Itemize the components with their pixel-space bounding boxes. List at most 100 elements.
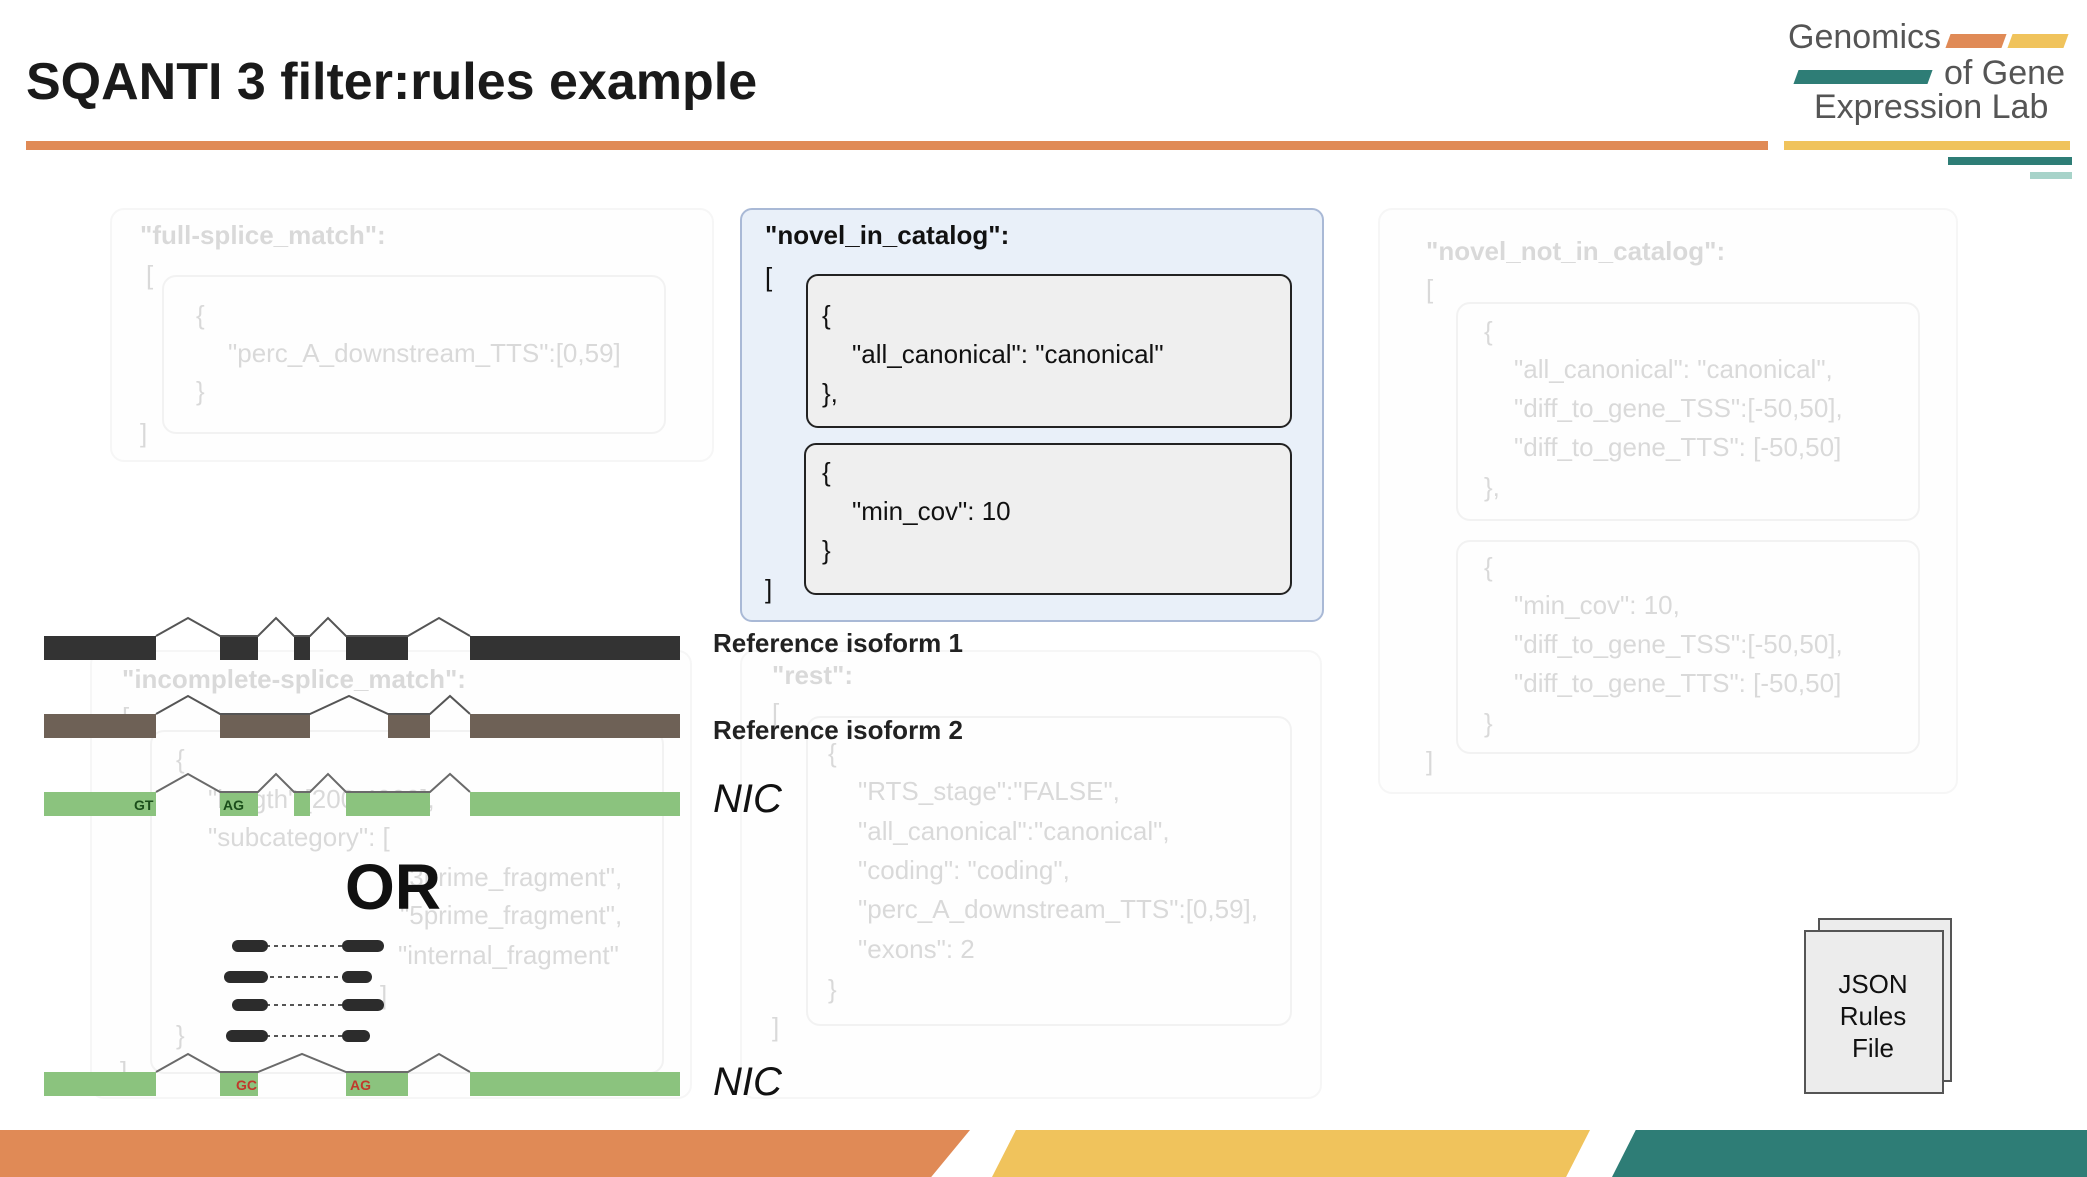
fsm-rule-box xyxy=(162,275,666,434)
rest-rule-line5: "exons": 2 xyxy=(858,934,975,964)
nnc-panel-frame xyxy=(1378,208,1958,794)
ism-rule-line3: "3prime_fragment", xyxy=(400,862,623,892)
ism-rule-line2: "subcategory": [ xyxy=(208,822,390,852)
nnc-rule2-close: } xyxy=(1484,708,1493,738)
read-4-seg-a xyxy=(226,1030,268,1042)
nic2-introns xyxy=(155,1052,471,1073)
nic-rule2-close: } xyxy=(822,535,831,565)
ism-rule-open: { xyxy=(176,744,185,774)
nic-rule2-open: { xyxy=(822,457,831,487)
read-1-seg-b xyxy=(342,940,384,952)
nnc-rule2-box xyxy=(1456,540,1920,754)
reference-isoform-1 xyxy=(44,616,680,660)
ref1-exon-4 xyxy=(346,636,408,660)
nic-rule2-line1: "min_cov": 10 xyxy=(852,496,1011,526)
or-label: OR xyxy=(345,851,441,923)
logo-text-line1: Genomics xyxy=(1788,18,1942,56)
nic-close-bracket: ] xyxy=(765,574,773,604)
ref2-exon-3 xyxy=(388,714,430,738)
nic1-exon-5 xyxy=(470,792,680,816)
nic2-exon-1 xyxy=(44,1072,156,1096)
nnc-rule2-open: { xyxy=(1484,552,1493,582)
nic1-introns xyxy=(155,772,471,793)
slide-title: SQANTI 3 filter:rules example xyxy=(26,53,758,111)
nic1-splice-ag: AG xyxy=(223,797,244,813)
nic-isoform-1: GT AG xyxy=(44,772,680,816)
logo-rule-yellow xyxy=(1784,141,2070,150)
ism-key: "incomplete-splice_match": xyxy=(122,664,466,694)
logo-text-line2: of Gene xyxy=(1944,54,2065,92)
ref2-exon-4 xyxy=(470,714,680,738)
ism-rule-line6: ] xyxy=(380,980,388,1010)
rest-rule-close: } xyxy=(828,974,837,1004)
nic2-exon-3 xyxy=(346,1072,408,1096)
rest-rule-line2: "all_canonical":"canonical", xyxy=(858,816,1170,846)
nic2-splice-gc: GC xyxy=(236,1077,257,1093)
nnc-open-bracket: [ xyxy=(1426,274,1434,304)
ref2-introns xyxy=(155,694,471,715)
rest-rule-line3: "coding": "coding", xyxy=(858,855,1070,885)
ism-rule-line4: "5prime_fragment", xyxy=(400,900,623,930)
footer-band-orange xyxy=(0,1130,970,1177)
short-reads xyxy=(224,940,384,1042)
fsm-open-bracket: [ xyxy=(146,260,154,290)
nnc-close-bracket: ] xyxy=(1426,746,1434,776)
nic1-exon-2 xyxy=(220,792,258,816)
nnc-rule1-close: }, xyxy=(1484,472,1500,502)
nic1-splice-gt: GT xyxy=(134,797,154,813)
title-underline xyxy=(26,141,1768,150)
read-3-seg-b xyxy=(342,999,384,1011)
fsm-rule-open: { xyxy=(196,300,205,330)
nic-label-1: NIC xyxy=(713,777,782,821)
rest-close-bracket: ] xyxy=(772,1012,780,1042)
json-label-line2: Rules xyxy=(1839,1001,1907,1031)
ref1-exon-1 xyxy=(44,636,156,660)
ism-rule-line5: "internal_fragment" xyxy=(398,940,619,970)
nic-open-bracket: [ xyxy=(765,262,773,292)
nic-rule2-box xyxy=(804,443,1292,595)
ism-close-bracket: ] xyxy=(120,1056,128,1086)
nnc-rule1-box xyxy=(1456,302,1920,521)
ref2-exon-2 xyxy=(220,714,310,738)
rest-rule-line4: "perc_A_downstream_TTS":[0,59], xyxy=(858,894,1258,924)
rest-key: "rest": xyxy=(772,660,854,690)
json-label-line1: JSON xyxy=(1838,969,1908,999)
nnc-rule2-line3: "diff_to_gene_TTS": [-50,50] xyxy=(1514,668,1842,698)
fsm-key: "full-splice_match": xyxy=(140,220,386,250)
fsm-close-bracket: ] xyxy=(140,418,148,448)
nic-rule1-open: { xyxy=(822,300,831,330)
rest-rule-box xyxy=(806,716,1292,1026)
rest-rule-open: { xyxy=(828,738,837,768)
nic-label-2: NIC xyxy=(713,1060,782,1104)
nic2-splice-ag: AG xyxy=(350,1077,371,1093)
ism-rule-close: } xyxy=(176,1020,185,1050)
rest-panel-frame xyxy=(740,650,1322,1099)
read-2-seg-a xyxy=(224,971,268,983)
nic-rule1-line1: "all_canonical": "canonical" xyxy=(852,339,1164,369)
nic2-exon-2 xyxy=(220,1072,258,1096)
nic2-exon-4 xyxy=(470,1072,680,1096)
file-front-sheet xyxy=(1804,930,1944,1094)
nnc-rule1-line1: "all_canonical": "canonical", xyxy=(1514,354,1833,384)
ref1-introns xyxy=(155,616,471,637)
nnc-key: "novel_not_in_catalog": xyxy=(1426,236,1726,266)
nic-key: "novel_in_catalog": xyxy=(765,220,1010,250)
logo-text-line3: Expression Lab xyxy=(1814,88,2049,126)
read-4-seg-b xyxy=(342,1030,370,1042)
reference-isoform-2 xyxy=(44,694,680,738)
footer-band-yellow xyxy=(992,1130,1590,1177)
read-1-seg-a xyxy=(232,940,268,952)
rest-rule-line1: "RTS_stage":"FALSE", xyxy=(858,776,1120,806)
ref2-exon-1 xyxy=(44,714,156,738)
read-2-seg-b xyxy=(342,971,372,983)
reference-isoform-1-label: Reference isoform 1 xyxy=(713,628,963,658)
json-label-line3: File xyxy=(1852,1033,1894,1063)
logo-rule-teal xyxy=(1948,157,2072,165)
nic1-exon-1 xyxy=(44,792,156,816)
ref1-exon-3 xyxy=(294,636,310,660)
read-3-seg-a xyxy=(232,999,268,1011)
footer-band-teal xyxy=(1612,1130,2087,1177)
nic1-exon-4 xyxy=(346,792,430,816)
fsm-panel-frame xyxy=(110,208,714,462)
